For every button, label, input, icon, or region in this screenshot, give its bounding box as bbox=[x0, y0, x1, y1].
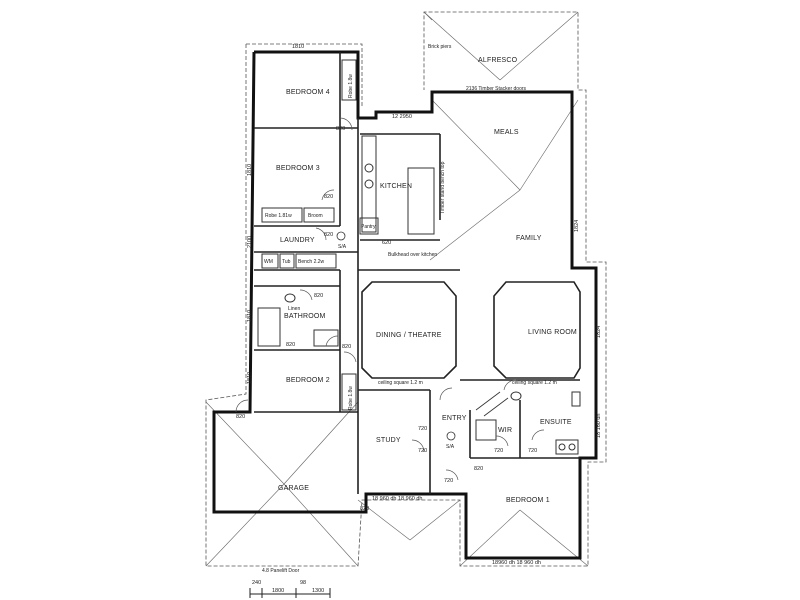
dim-door-ensuite: 720 bbox=[528, 448, 537, 454]
smoke-alarm-label-1: S/A bbox=[338, 244, 347, 250]
dim-door-garage2: 820 bbox=[360, 506, 369, 512]
room-label-kitchen: KITCHEN bbox=[380, 183, 412, 190]
scale-bar bbox=[249, 588, 331, 598]
dim-side-laundry: 2100 bbox=[247, 236, 253, 248]
scale-label-240: 240 bbox=[252, 580, 261, 586]
brick-piers-label: Brick piers bbox=[428, 44, 452, 50]
robe-cupboards bbox=[261, 59, 357, 411]
smoke-alarm-label-2: S/A bbox=[446, 444, 455, 450]
room-label-study: STUDY bbox=[376, 437, 401, 444]
roof-hip-lines bbox=[205, 11, 589, 567]
dim-door-entry: 820 bbox=[474, 466, 483, 472]
roof-outline bbox=[205, 11, 607, 567]
room-label-family: FAMILY bbox=[516, 235, 542, 242]
door-swings bbox=[235, 117, 545, 481]
dim-door-study1: 720 bbox=[418, 426, 427, 432]
exterior-walls bbox=[212, 50, 598, 560]
scale-label-1300: 1300 bbox=[312, 588, 324, 594]
dim-side-family: 1824 bbox=[574, 220, 580, 232]
robe-label-bedroom4: Robe 1.8w bbox=[348, 74, 354, 98]
broom-label: Broom bbox=[308, 213, 323, 219]
wm-label: WM bbox=[264, 259, 273, 265]
dim-window-ensuite: 18 160 dh bbox=[596, 414, 602, 438]
dim-window-study: 18 960 dh 18 960 dh bbox=[372, 496, 422, 502]
room-label-garage: GARAGE bbox=[278, 485, 309, 492]
scale-label-98: 98 bbox=[300, 580, 306, 586]
bulkhead-note: Bulkhead over kitchen bbox=[388, 252, 437, 258]
room-label-meals: MEALS bbox=[494, 129, 519, 136]
dimension-labels: 1810 820 820 820 820 820 820 820 820 820… bbox=[236, 44, 602, 594]
room-label-dining-theatre: DINING / THEATRE bbox=[376, 332, 442, 339]
dim-door-study2: 720 bbox=[418, 448, 427, 454]
dim-door-bed2: 820 bbox=[342, 344, 351, 350]
room-label-bathroom: BATHROOM bbox=[284, 313, 326, 320]
room-label-alfresco: ALFRESCO bbox=[478, 57, 518, 64]
dim-window-bed1: 18960 dh 18 960 dh bbox=[492, 560, 541, 566]
room-label-bedroom1: BEDROOM 1 bbox=[506, 497, 550, 504]
room-label-living-room: LIVING ROOM bbox=[528, 329, 577, 336]
room-labels: ALFRESCO BEDROOM 4 BEDROOM 3 KITCHEN MEA… bbox=[276, 57, 577, 504]
dim-door-pantry: 620 bbox=[382, 240, 391, 246]
dim-top-bed4: 1810 bbox=[292, 44, 304, 50]
room-label-entry: ENTRY bbox=[442, 415, 467, 422]
room-label-ensuite: ENSUITE bbox=[540, 419, 572, 426]
smoke-alarms bbox=[336, 231, 456, 441]
dim-side-living: 1824 bbox=[596, 326, 602, 338]
entry-markers bbox=[475, 391, 509, 417]
pantry-label: Pantry bbox=[361, 224, 376, 230]
room-label-laundry: LAUNDRY bbox=[280, 237, 315, 244]
bench-top-note: Timber stand bench top bbox=[440, 161, 446, 214]
room-label-wir: WIR bbox=[498, 427, 512, 434]
dim-side-bed2: 1810 bbox=[247, 372, 253, 384]
tray-note-dining: ceiling square 1.2 m bbox=[378, 380, 423, 386]
linen-label: Linen bbox=[288, 306, 300, 312]
kitchen-fittings bbox=[359, 135, 435, 235]
garage-door-label: 4.8 Panelift Door bbox=[262, 568, 300, 574]
stacker-door-label: 2136 Timber Stacker doors bbox=[466, 86, 527, 92]
dim-door-laundry: 820 bbox=[324, 232, 333, 238]
interior-walls bbox=[254, 52, 580, 494]
bench-label: Bench 2.2w bbox=[298, 259, 325, 265]
dim-door-garage: 820 bbox=[236, 414, 245, 420]
tub-label: Tub bbox=[282, 259, 291, 265]
wet-area-fixtures bbox=[257, 253, 581, 455]
robe-label-bedroom3: Robe 1.81w bbox=[265, 213, 292, 219]
tray-note-living: ceiling square 1.2 m bbox=[512, 380, 557, 386]
dim-door-bed3: 820 bbox=[324, 194, 333, 200]
room-label-bedroom4: BEDROOM 4 bbox=[286, 89, 330, 96]
tray-ceilings bbox=[361, 281, 581, 379]
scale-label-1800: 1800 bbox=[272, 588, 284, 594]
dim-door-wir: 720 bbox=[494, 448, 503, 454]
dim-door-bed1: 720 bbox=[444, 478, 453, 484]
dim-side-bath: 1810 bbox=[247, 310, 253, 322]
dim-side-bed3: 1810 bbox=[247, 164, 253, 176]
dim-door-bath2: 820 bbox=[286, 342, 295, 348]
room-label-bedroom2: BEDROOM 2 bbox=[286, 377, 330, 384]
fixture-labels: Robe 1.8w Robe 1.81w Broom Robe 1.8w Pan… bbox=[262, 44, 557, 574]
dim-window-kitchen: 12 2950 bbox=[392, 114, 412, 120]
dim-door-bed4: 820 bbox=[336, 126, 345, 132]
robe-label-bedroom2: Robe 1.8w bbox=[348, 386, 354, 410]
room-label-bedroom3: BEDROOM 3 bbox=[276, 165, 320, 172]
dim-door-bath: 820 bbox=[314, 293, 323, 299]
